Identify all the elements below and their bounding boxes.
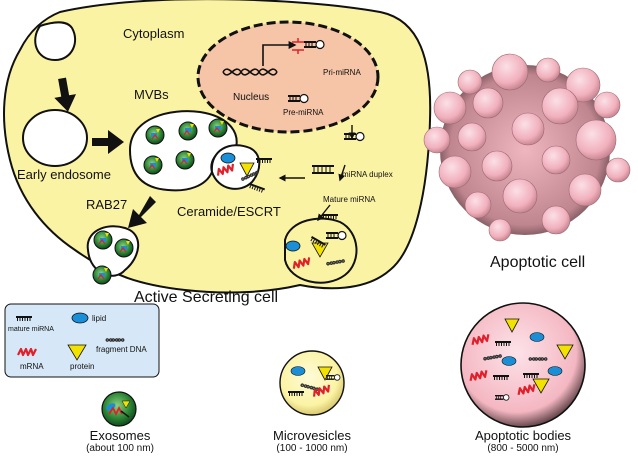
apoptotic-cell [423,53,631,242]
cytoplasm-label: Cytoplasm [123,26,185,41]
mirna-duplex-label: miRNA duplex [342,170,393,179]
legend-lipid-icon [71,312,89,324]
arrow-pit-to-endosome [54,77,77,112]
legend-protein-label: protein [70,362,95,371]
pathway-arrows [54,77,156,228]
mvb-exosomes [143,118,228,175]
arrow-mvb-to-secretion [128,196,156,228]
apoptotic-bodies-size-label: (800 - 5000 nm) [487,443,559,454]
mirna-duplex-icon [312,165,334,174]
exosome-vesicle [101,391,137,427]
pri-mirna-icon [292,38,325,54]
exosomes-name-label: Exosomes [89,428,151,443]
apoptotic-bodies-name-label: Apoptotic bodies [474,428,572,443]
legend-lipid-label: lipid [92,314,107,323]
rab27-label: RAB27 [86,197,128,212]
secreted-exosomes [92,230,134,285]
apoptotic-cell-label: Apoptotic cell [490,254,586,271]
transcription-arrow [262,41,297,66]
nucleus [196,20,380,134]
legend-mature-mirna-label: mature miRNA [8,326,54,333]
dna-helix [222,68,278,76]
legend-box [4,303,160,378]
microvesicles-name-label: Microvesicles [272,428,352,443]
pri-mirna-label: Pri-miRNA [323,68,361,77]
early-endosome-label: Early endosome [17,167,111,182]
microvesicle-vesicle [279,350,345,416]
microvesicle-bud-cargo [285,230,347,270]
early-endosome [22,109,88,167]
legend-fragment-dna-label: fragment DNA [96,345,147,354]
mvbs-label: MVBs [134,87,169,102]
mature-mirna-label: Mature miRNA [323,195,376,204]
fusion-pocket-cargo [214,152,273,194]
exosomes-size-label: (about 100 nm) [86,443,154,454]
ceramide-escrt-label: Ceramide/ESCRT [177,204,281,219]
arrow-endosome-to-mvb [92,130,124,154]
microvesicles-size-label: (100 - 1000 nm) [276,443,348,454]
legend-dna-icon [105,338,125,342]
legend-protein-icon [67,344,87,361]
legend-mrna-label: mRNA [20,362,44,371]
endocytic-pit [34,21,77,62]
active-secreting-cell-label: Active Secreting cell [134,289,279,306]
pre-mirna-label: Pre-miRNA [283,108,324,117]
nucleus-label: Nucleus [233,92,270,103]
apoptotic-body-vesicle [460,302,586,428]
